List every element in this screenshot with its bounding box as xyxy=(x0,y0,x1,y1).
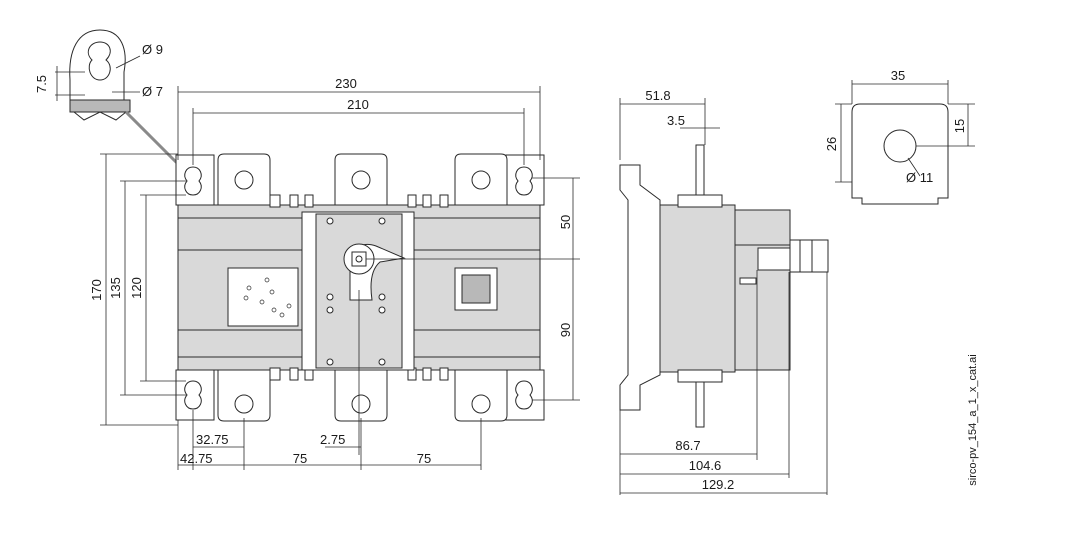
dim-135: 135 xyxy=(108,277,123,299)
dim-129-2: 129.2 xyxy=(702,477,735,492)
dim-3-5: 3.5 xyxy=(667,113,685,128)
dim-42-75: 42.75 xyxy=(180,451,213,466)
dim-90: 90 xyxy=(558,323,573,337)
dim-75-a: 75 xyxy=(293,451,307,466)
dim-7-5: 7.5 xyxy=(34,75,49,93)
detail-leader xyxy=(124,110,184,170)
dim-hole-9: Ø 9 xyxy=(142,42,163,57)
dim-210: 210 xyxy=(347,97,369,112)
dim-86-7: 86.7 xyxy=(675,438,700,453)
dim-75-b: 75 xyxy=(417,451,431,466)
dim-35: 35 xyxy=(891,68,905,83)
dim-170: 170 xyxy=(89,279,104,301)
keyhole-detail xyxy=(55,29,141,121)
front-dimensions xyxy=(100,86,580,470)
dim-15: 15 xyxy=(952,119,967,133)
file-label: sirco-pv_154_a_1_x_cat.ai xyxy=(967,354,979,485)
terminal-detail xyxy=(835,80,975,205)
dim-2-75: 2.75 xyxy=(320,432,345,447)
dim-32-75: 32.75 xyxy=(196,432,229,447)
dim-hole-7: Ø 7 xyxy=(142,84,163,99)
side-dimensions xyxy=(619,98,828,495)
front-view xyxy=(175,153,545,422)
side-view xyxy=(619,144,829,428)
dim-51-8: 51.8 xyxy=(645,88,670,103)
dim-26: 26 xyxy=(824,137,839,151)
dim-230: 230 xyxy=(335,76,357,91)
dim-50: 50 xyxy=(558,215,573,229)
dim-120: 120 xyxy=(129,277,144,299)
dim-104-6: 104.6 xyxy=(689,458,722,473)
dim-hole-11: Ø 11 xyxy=(906,170,933,185)
